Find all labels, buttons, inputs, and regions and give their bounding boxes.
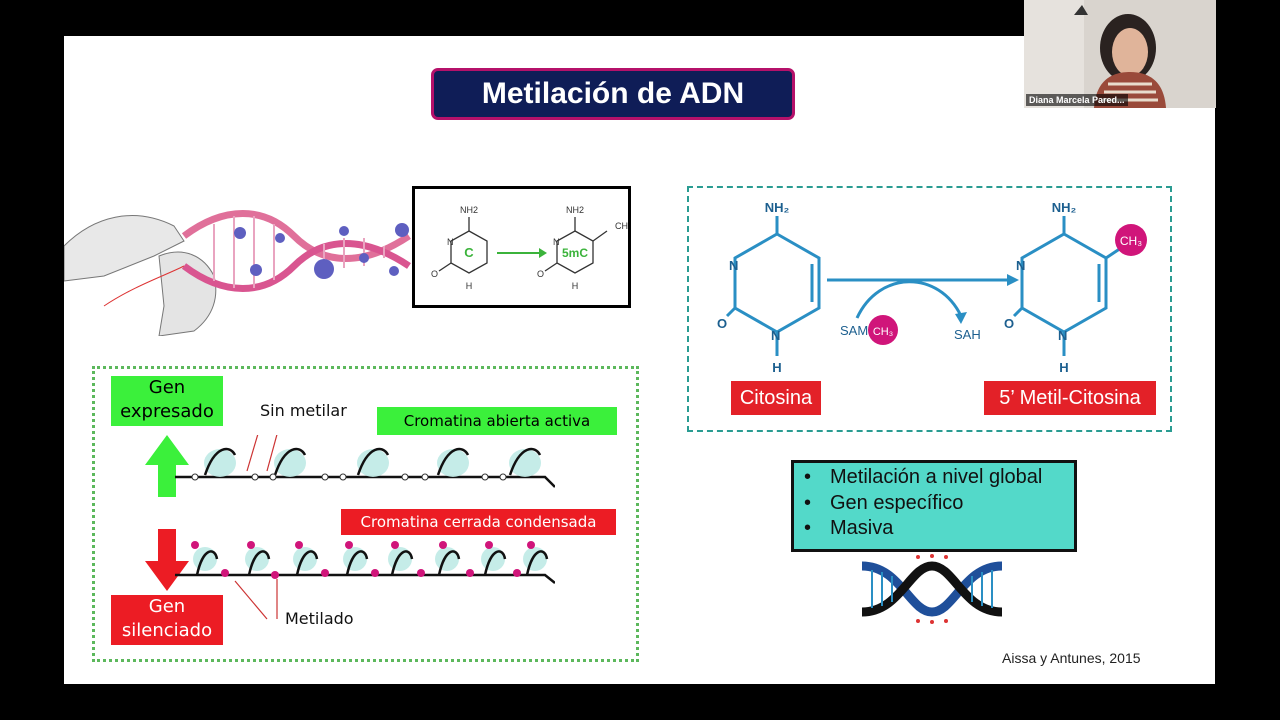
webcam-thumbnail[interactable]: Diana Marcela Pared... [1024,0,1216,108]
c-label: C [464,245,474,260]
bullet-item: Metilación a nivel global [804,465,1074,491]
open-chromatin-strand [175,435,555,488]
bullet-item: Gen específico [804,491,1074,517]
h-right-small: H [572,281,579,291]
h-left: H [772,360,781,375]
methylation-reaction-diagram: NH₂ NH₂ N N O O N N H H CH₃ SAM CH₃ SAH [717,200,1147,375]
sam-label: SAM [840,323,868,338]
ch3-small: CH3 [615,221,628,231]
bullet-list: Metilación a nivel global Gen específico… [794,465,1074,542]
o-right-small: O [537,269,544,279]
sin-metilar-label: Sin metilar [260,401,347,420]
nh2-left-small: NH2 [460,205,478,215]
chromatin-panel: Gen expresado Sin metilar Cromatina abie… [92,366,639,662]
reaction-panel: NH₂ NH₂ N N O O N N H H CH₃ SAM CH₃ SAH … [687,186,1172,432]
n-left: N [729,258,738,273]
arrow-up-icon [145,435,189,497]
n-left-small: N [447,237,454,247]
n-right: N [1016,258,1025,273]
ch3-badge: CH₃ [1120,234,1142,248]
methylation-molecule-box: NH2 NH2 CH3 N N O O H H C 5mC [412,186,633,308]
nh2-left: NH₂ [765,200,790,215]
n-bottom-left: N [771,328,780,343]
nh2-right-small: NH2 [566,205,584,215]
gen-expresado-line1: Gen [148,377,186,398]
h-left-small: H [466,281,473,291]
o-left: O [717,316,727,331]
gen-expresado-line2: expresado [120,401,214,422]
gen-expresado-label: Gen expresado [111,376,223,426]
dna-icon [861,554,1003,624]
gen-silenciado-line1: Gen [148,596,186,617]
nh2-right: NH₂ [1052,200,1077,215]
citosina-label: Citosina [731,381,821,415]
o-left-small: O [431,269,438,279]
dna-hands-illustration [64,210,411,336]
o-right: O [1004,316,1014,331]
metil-citosina-label: 5’ Metil-Citosina [984,381,1156,415]
participant-name: Diana Marcela Pared... [1026,94,1128,106]
methylation-bullets-box: Metilación a nivel global Gen específico… [791,460,1077,552]
cytosine-methylation-diagram: NH2 NH2 CH3 N N O O H H C 5mC [431,205,633,291]
5mc-label: 5mC [562,246,588,260]
sah-label: SAH [954,327,981,342]
gen-silenciado-label: Gen silenciado [111,595,223,645]
cromatina-abierta-label: Cromatina abierta activa [377,407,617,435]
n-bottom-right: N [1058,328,1067,343]
bullet-item: Masiva [804,516,1074,542]
slide-title: Metilación de ADN [431,68,795,120]
ch3-small-badge: CH₃ [873,326,893,338]
closed-chromatin-strand [175,541,555,584]
metilado-label: Metilado [285,609,354,628]
metilado-pointer-arrows [234,579,278,620]
citation: Aissa y Antunes, 2015 [1002,650,1141,666]
participant-video [1024,0,1216,108]
cromatina-cerrada-label: Cromatina cerrada condensada [341,509,616,535]
n-right-small: N [553,237,560,247]
presentation-slide: Metilación de ADN [64,36,1215,684]
h-right: H [1059,360,1068,375]
gen-silenciado-line2: silenciado [121,620,213,641]
